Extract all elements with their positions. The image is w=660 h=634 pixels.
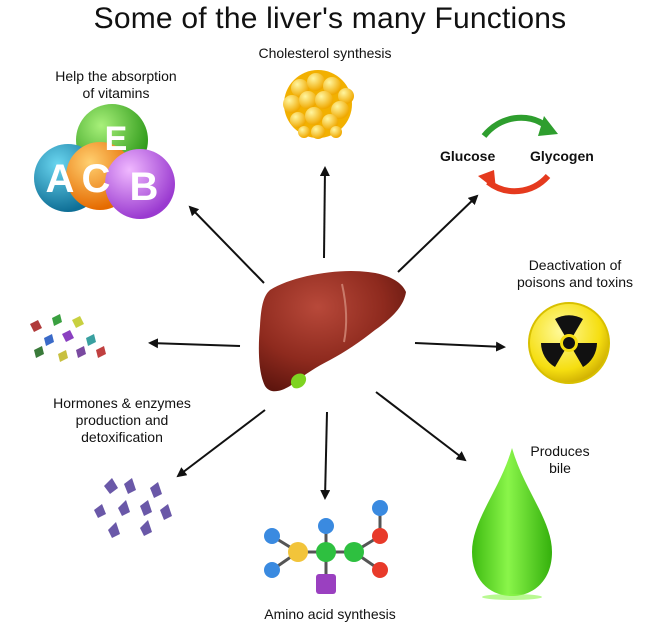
enzyme-crystals-icon bbox=[94, 478, 172, 538]
label-bile-line1: Produces bbox=[530, 443, 590, 459]
cycle-green-arrow bbox=[481, 114, 548, 139]
arrows bbox=[148, 166, 506, 500]
arrow-to-poisons bbox=[414, 341, 506, 352]
vitamin-e-letter: E bbox=[105, 120, 128, 158]
bile-drop-icon bbox=[472, 448, 552, 600]
label-cholesterol-text: Cholesterol synthesis bbox=[258, 45, 392, 61]
vitamin-spheres-icon: E A C B bbox=[34, 104, 175, 219]
arrow-to-amino bbox=[320, 411, 331, 500]
liver-illustration bbox=[258, 270, 406, 392]
gallbladder bbox=[290, 373, 307, 389]
arrow-to-hormones-left bbox=[148, 338, 241, 349]
label-bile: Produces bile bbox=[520, 443, 600, 477]
arrow-to-bile bbox=[375, 391, 467, 462]
label-hormones-line3: detoxification bbox=[81, 429, 163, 445]
label-amino: Amino acid synthesis bbox=[264, 606, 396, 622]
label-bile-line2: bile bbox=[549, 460, 571, 476]
arrow-to-vitamins bbox=[188, 205, 265, 284]
glucose-glycogen-cycle-icon bbox=[478, 114, 558, 195]
label-hormones-line2: production and bbox=[75, 412, 169, 428]
label-poisons-line1: Deactivation of bbox=[528, 257, 622, 273]
arrow-to-enzymes bbox=[176, 409, 266, 478]
vitamin-b-letter: B bbox=[130, 165, 159, 209]
arrow-to-glucose bbox=[397, 194, 479, 273]
arrow-to-cholesterol bbox=[319, 166, 330, 259]
label-vitamins-line1: Help the absorption bbox=[55, 68, 177, 84]
label-vitamins-line2: of vitamins bbox=[82, 85, 150, 101]
radiation-icon bbox=[528, 302, 610, 384]
vitamin-c-letter: C bbox=[82, 157, 111, 201]
label-poisons: Deactivation of poisons and toxins bbox=[500, 257, 650, 291]
vitamin-a-letter: A bbox=[46, 157, 75, 201]
label-hormones: Hormones & enzymes production and detoxi… bbox=[22, 395, 222, 446]
amino-acid-molecule-icon bbox=[264, 500, 388, 594]
cycle-red-arrow bbox=[486, 173, 551, 195]
label-glycogen: Glycogen bbox=[530, 148, 594, 164]
vitamin-b-sphere bbox=[105, 149, 175, 219]
label-hormones-line1: Hormones & enzymes bbox=[53, 395, 191, 411]
hormone-crystals-icon bbox=[30, 314, 106, 362]
page-title: Some of the liver's many Functions bbox=[93, 2, 567, 35]
cholesterol-icon bbox=[283, 70, 354, 139]
label-glucose: Glucose bbox=[440, 148, 496, 164]
label-poisons-line2: poisons and toxins bbox=[517, 274, 633, 290]
label-cholesterol: Cholesterol synthesis bbox=[240, 45, 410, 62]
label-vitamins: Help the absorption of vitamins bbox=[28, 68, 204, 102]
